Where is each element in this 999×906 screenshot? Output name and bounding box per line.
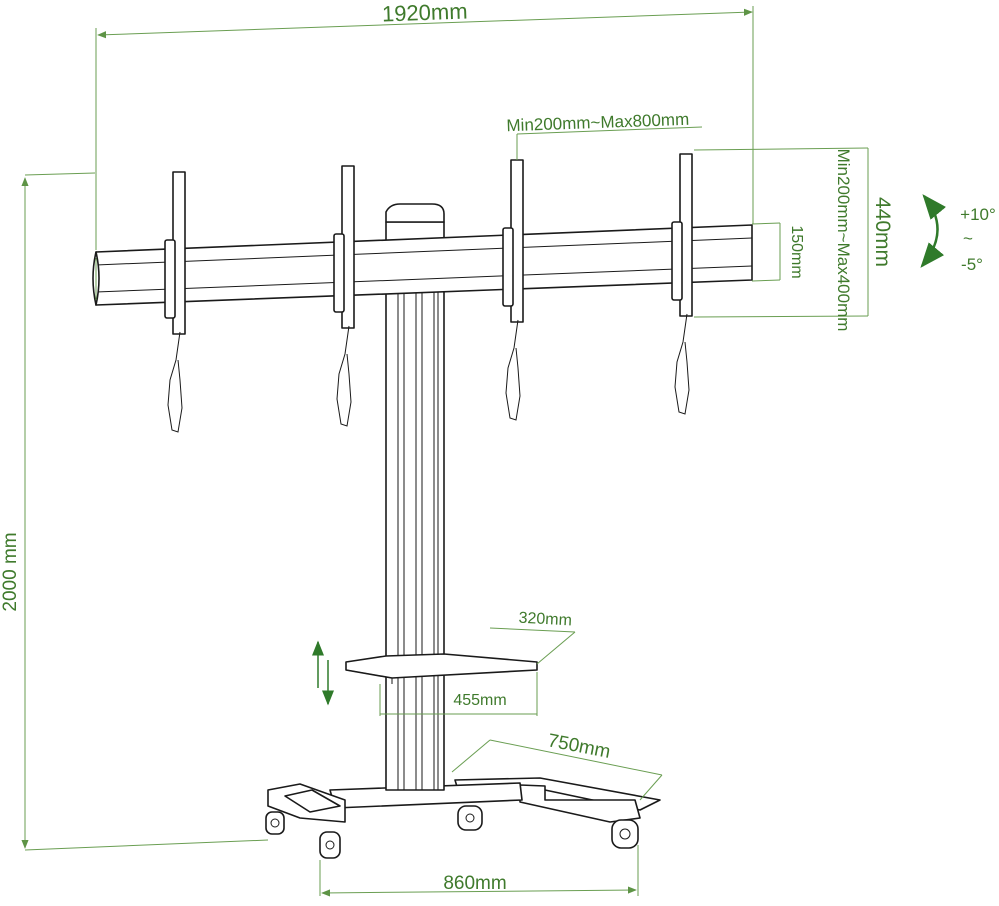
bracket-1: [164, 171, 186, 433]
bracket-3: [502, 159, 524, 421]
shelf-width-label: 455mm: [453, 692, 506, 709]
shelf-depth-label: 320mm: [518, 610, 572, 630]
tilt-up-label: +10°: [960, 205, 996, 224]
dimension-lines: [21, 6, 869, 897]
column: [385, 203, 445, 791]
bracket-height-label: 440mm: [871, 197, 894, 267]
bracket-2: [333, 165, 355, 427]
beam-height-label: 150mm: [788, 225, 805, 278]
tilt-down-label: -5°: [961, 255, 983, 274]
base-frame: [267, 777, 661, 823]
overall-height-label: 2000 mm: [0, 532, 21, 611]
up-down-arrow-icon: [312, 640, 334, 706]
vesa-horizontal-label: Min200mm~Max800mm: [506, 110, 689, 135]
crossbeam: [92, 224, 753, 306]
base-width-label: 860mm: [443, 873, 506, 894]
stand-drawing: [92, 153, 753, 859]
shelf: [345, 653, 538, 684]
caster-right: [611, 819, 639, 849]
tilt-separator: ~: [963, 229, 973, 248]
overall-width-label: 1920mm: [382, 0, 468, 26]
bracket-4: [671, 153, 693, 415]
caster-wheels: [265, 805, 639, 859]
tilt-arrow-icon: [920, 194, 947, 268]
caster-left-back: [265, 811, 285, 835]
caster-left-front: [319, 831, 341, 859]
caster-rear: [457, 805, 483, 831]
vesa-vertical-label: Min200mm~Max400mm: [834, 149, 853, 332]
